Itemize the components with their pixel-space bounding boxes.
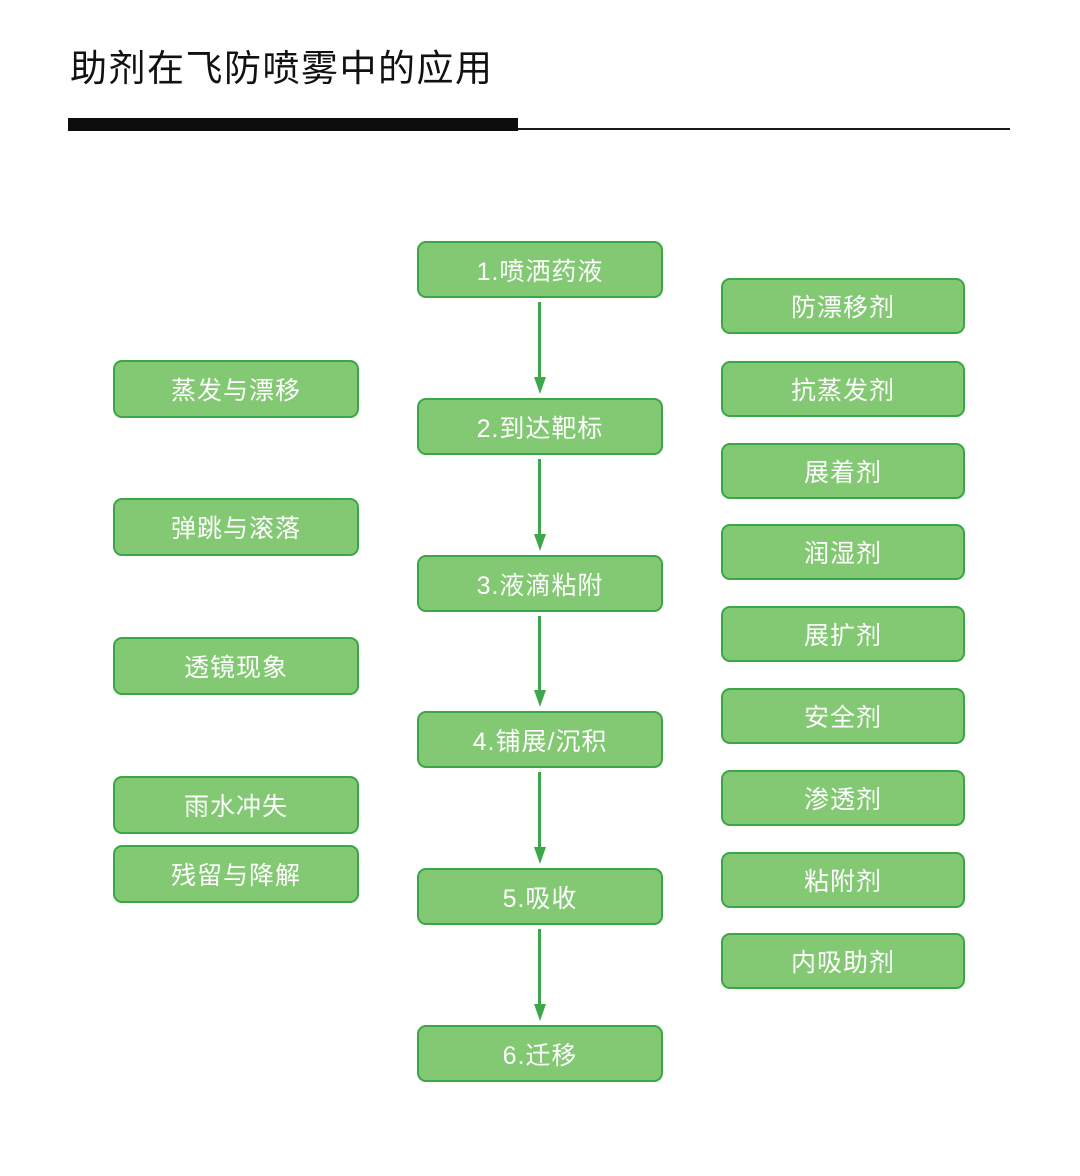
arrow-head-icon xyxy=(534,1004,546,1021)
title-underline-thick xyxy=(68,118,518,131)
loss-factor-2[interactable]: 弹跳与滚落 xyxy=(113,498,359,556)
adjuvant-9[interactable]: 内吸助剂 xyxy=(721,933,965,989)
page-header: 助剂在飞防喷雾中的应用 xyxy=(0,0,1080,150)
loss-factor-5[interactable]: 残留与降解 xyxy=(113,845,359,903)
flow-step-1[interactable]: 1.喷洒药液 xyxy=(417,241,663,298)
title-underline-thin xyxy=(68,128,1010,130)
arrow-head-icon xyxy=(534,847,546,864)
loss-factor-3[interactable]: 透镜现象 xyxy=(113,637,359,695)
arrow-shaft xyxy=(538,302,541,378)
arrow-shaft xyxy=(538,772,541,848)
flow-step-5[interactable]: 5.吸收 xyxy=(417,868,663,925)
adjuvant-8[interactable]: 粘附剂 xyxy=(721,852,965,908)
page-title: 助剂在飞防喷雾中的应用 xyxy=(70,48,494,89)
flow-arrow-down-5 xyxy=(534,929,546,1021)
arrow-head-icon xyxy=(534,690,546,707)
adjuvant-2[interactable]: 抗蒸发剂 xyxy=(721,361,965,417)
arrow-head-icon xyxy=(534,534,546,551)
flow-arrow-down-2 xyxy=(534,459,546,551)
flow-step-6[interactable]: 6.迁移 xyxy=(417,1025,663,1082)
adjuvant-4[interactable]: 润湿剂 xyxy=(721,524,965,580)
flow-arrow-down-3 xyxy=(534,616,546,707)
loss-factor-4[interactable]: 雨水冲失 xyxy=(113,776,359,834)
loss-factor-1[interactable]: 蒸发与漂移 xyxy=(113,360,359,418)
arrow-shaft xyxy=(538,929,541,1005)
arrow-head-icon xyxy=(534,377,546,394)
adjuvant-6[interactable]: 安全剂 xyxy=(721,688,965,744)
flow-arrow-down-1 xyxy=(534,302,546,394)
adjuvant-3[interactable]: 展着剂 xyxy=(721,443,965,499)
arrow-shaft xyxy=(538,616,541,691)
flow-step-3[interactable]: 3.液滴粘附 xyxy=(417,555,663,612)
flow-arrow-down-4 xyxy=(534,772,546,864)
adjuvant-1[interactable]: 防漂移剂 xyxy=(721,278,965,334)
adjuvant-7[interactable]: 渗透剂 xyxy=(721,770,965,826)
arrow-shaft xyxy=(538,459,541,535)
flow-step-4[interactable]: 4.铺展/沉积 xyxy=(417,711,663,768)
flow-step-2[interactable]: 2.到达靶标 xyxy=(417,398,663,455)
adjuvant-5[interactable]: 展扩剂 xyxy=(721,606,965,662)
